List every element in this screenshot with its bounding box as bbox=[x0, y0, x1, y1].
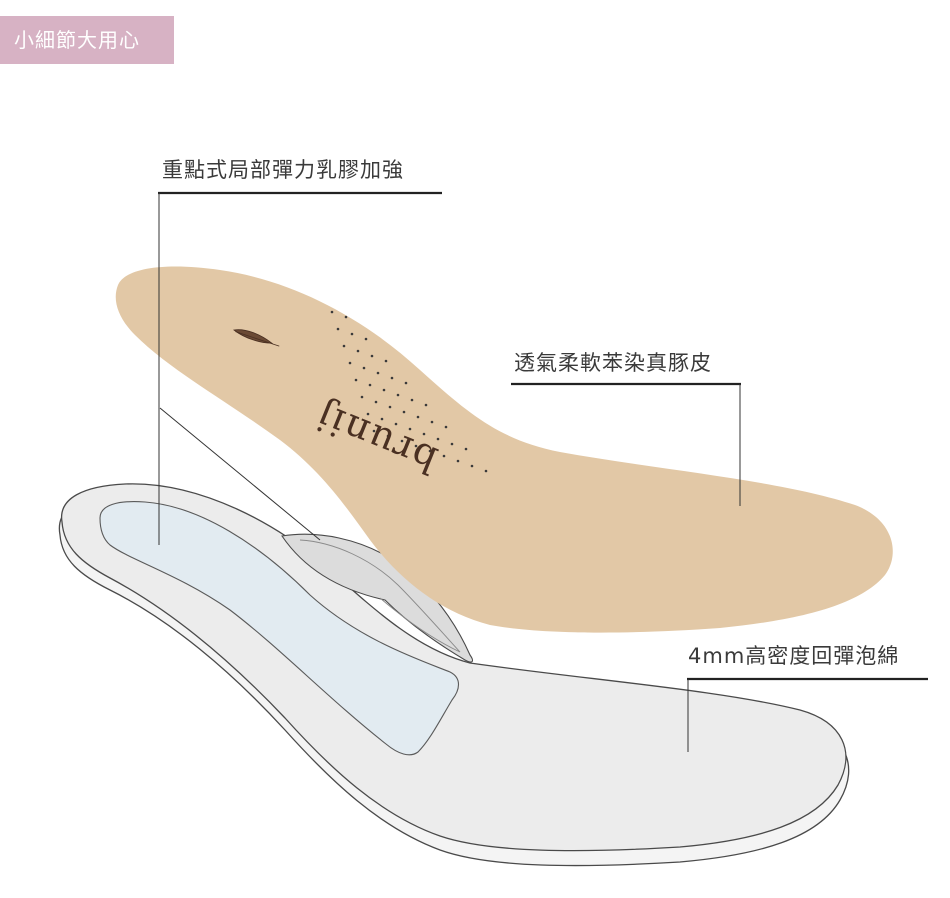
perforation-dot bbox=[430, 420, 434, 424]
perforation-dot bbox=[384, 359, 388, 363]
perforation-dot bbox=[362, 366, 366, 370]
perforation-dot bbox=[390, 376, 394, 380]
perforation-dot bbox=[484, 469, 488, 473]
perforation-dot bbox=[450, 442, 454, 446]
perforation-dot bbox=[360, 395, 364, 399]
perforation-dot bbox=[414, 444, 418, 448]
arch-support bbox=[281, 533, 474, 663]
perforation-dot bbox=[436, 437, 440, 441]
perforation-dot bbox=[394, 422, 398, 426]
perforation-dot bbox=[424, 403, 428, 407]
perforation-dot bbox=[364, 337, 368, 341]
leader-arch-diagonal bbox=[159, 407, 321, 541]
perforation-dot bbox=[348, 361, 352, 365]
perforation-dot bbox=[354, 378, 358, 382]
perforation-dot bbox=[442, 454, 446, 458]
perforation-dot bbox=[386, 434, 390, 438]
brand-logo bbox=[233, 329, 280, 347]
callout-foam: 4mm高密度回彈泡綿 bbox=[688, 644, 900, 668]
perforation-dot bbox=[370, 354, 374, 358]
perforation-dot bbox=[376, 371, 380, 375]
perforation-pattern bbox=[330, 310, 488, 473]
perforation-dot bbox=[380, 417, 384, 421]
callout-gel-reinforcement: 重點式局部彈力乳膠加強 bbox=[162, 158, 404, 182]
perforation-dot bbox=[336, 327, 340, 331]
leather-layer bbox=[115, 266, 893, 633]
perforation-dot bbox=[374, 400, 378, 404]
perforation-dot bbox=[422, 432, 426, 436]
perforation-dot bbox=[408, 427, 412, 431]
perforation-dot bbox=[464, 447, 468, 451]
perforation-dot bbox=[372, 429, 376, 433]
perforation-dot bbox=[344, 315, 348, 319]
perforation-dot bbox=[404, 381, 408, 385]
perforation-dot bbox=[356, 349, 360, 353]
callout-leather: 透氣柔軟苯染真豚皮 bbox=[514, 351, 712, 375]
perforation-dot bbox=[402, 410, 406, 414]
perforation-dot bbox=[416, 415, 420, 419]
perforation-dot bbox=[444, 425, 448, 429]
perforation-dot bbox=[350, 332, 354, 336]
feather-icon bbox=[233, 329, 274, 344]
perforation-dot bbox=[330, 310, 334, 314]
perforation-dot bbox=[388, 405, 392, 409]
perforation-dot bbox=[400, 439, 404, 443]
perforation-dot bbox=[410, 398, 414, 402]
perforation-dot bbox=[382, 388, 386, 392]
gel-pad bbox=[99, 501, 460, 756]
perforation-dot bbox=[470, 464, 474, 468]
perforation-dot bbox=[428, 449, 432, 453]
arch-support-inner bbox=[299, 539, 461, 653]
perforation-dot bbox=[366, 412, 370, 416]
header-badge: 小細節大用心 bbox=[0, 16, 174, 64]
perforation-dot bbox=[342, 344, 346, 348]
perforation-dot bbox=[368, 383, 372, 387]
perforation-dot bbox=[396, 393, 400, 397]
feather-stem-icon bbox=[235, 331, 280, 347]
perforation-dot bbox=[456, 459, 460, 463]
